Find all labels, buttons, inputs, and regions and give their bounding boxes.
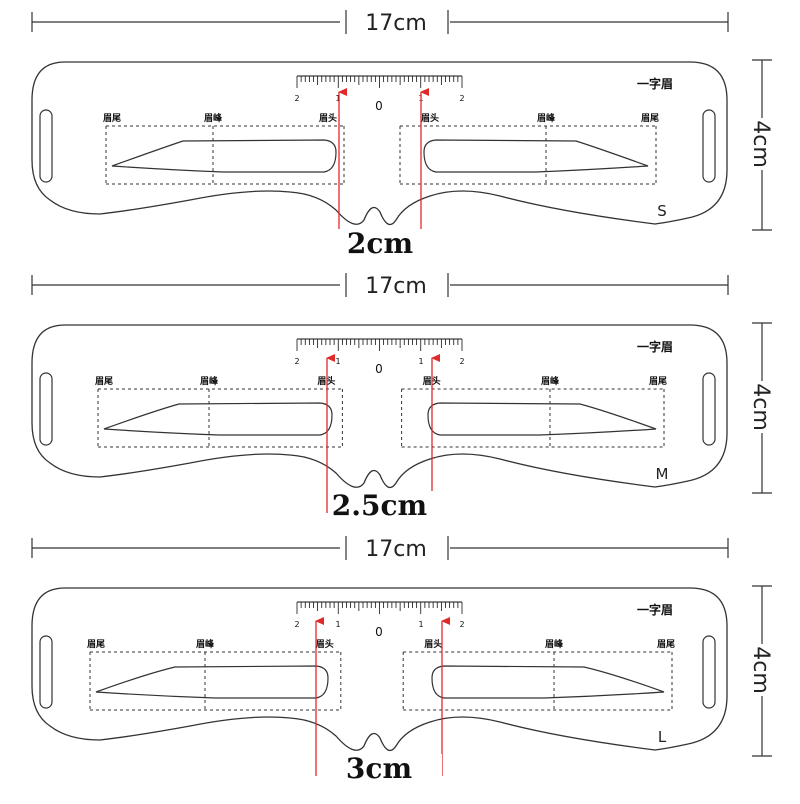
right-zone-tail-label: 眉尾 xyxy=(649,376,667,387)
left-zone-head-label: 眉头 xyxy=(316,638,334,650)
right-zone-head-label: 眉头 xyxy=(424,638,442,650)
ruler: 2 1 0 1 2 xyxy=(294,338,465,376)
size-letter: M xyxy=(656,465,669,483)
height-label-bg xyxy=(750,644,774,696)
right-zone-peak-label: 眉峰 xyxy=(545,638,564,650)
ruler-label-left-mid: 1 xyxy=(335,94,340,103)
left-zone-peak-label: 眉峰 xyxy=(200,375,219,387)
gap-label: 2cm xyxy=(347,227,413,260)
brand-label: 一字眉 xyxy=(637,76,673,91)
ruler-label-right: 2 xyxy=(459,357,464,366)
ruler-label-left: 2 xyxy=(294,620,299,629)
template-m: 17cm4cm21012一字眉眉尾眉峰眉头眉头眉峰眉尾M2.5cm xyxy=(31,273,774,522)
right-eyebrow-shape xyxy=(423,139,649,173)
height-label-bg xyxy=(750,118,774,170)
ruler-label-right-mid: 1 xyxy=(418,357,423,366)
left-eyebrow-shape xyxy=(95,665,329,699)
ruler-label-left: 2 xyxy=(294,94,299,103)
ruler-label-right-mid: 1 xyxy=(418,620,423,629)
right-zone-peak-label: 眉峰 xyxy=(537,112,556,124)
left-zone-peak-label: 眉峰 xyxy=(196,638,215,650)
brand-label: 一字眉 xyxy=(637,602,673,617)
right-zone-peak-label: 眉峰 xyxy=(541,375,560,387)
ruler-label-left: 2 xyxy=(294,357,299,366)
gap-label-bg xyxy=(332,491,442,521)
left-strap-slot xyxy=(39,372,53,446)
right-zone-tail-label: 眉尾 xyxy=(657,639,675,650)
ruler-label-right: 2 xyxy=(459,620,464,629)
size-letter: S xyxy=(657,202,667,220)
right-eyebrow-shape xyxy=(427,402,657,436)
right-zone-head-label: 眉头 xyxy=(421,112,439,124)
left-zone-tail-label: 眉尾 xyxy=(95,376,113,387)
right-strap-slot xyxy=(702,109,716,183)
gap-label: 2.5cm xyxy=(332,489,427,522)
gap-label-bg xyxy=(332,229,442,259)
stencil-outline xyxy=(31,587,728,752)
left-zone-tail-label: 眉尾 xyxy=(103,113,121,124)
stencil-outline xyxy=(31,61,728,226)
ruler-label-center: 0 xyxy=(375,99,383,113)
height-label: 4cm xyxy=(748,646,773,694)
ruler: 2 1 0 1 2 xyxy=(294,601,465,639)
ruler-label-right: 2 xyxy=(459,94,464,103)
right-eyebrow-shape xyxy=(431,665,665,699)
stencil-outline xyxy=(31,324,728,489)
right-strap-slot xyxy=(702,372,716,446)
left-zone-peak-label: 眉峰 xyxy=(204,112,223,124)
height-label-bg xyxy=(750,381,774,433)
ruler-label-left-mid: 1 xyxy=(335,357,340,366)
gap-label: 3cm xyxy=(346,752,412,785)
ruler-label-left-mid: 1 xyxy=(335,620,340,629)
height-label: 4cm xyxy=(748,120,773,168)
template-s: 17cm4cm21012一字眉眉尾眉峰眉头眉头眉峰眉尾S2cm xyxy=(31,10,774,260)
width-label: 17cm xyxy=(365,274,427,299)
ruler-label-center: 0 xyxy=(375,625,383,639)
left-strap-slot xyxy=(39,109,53,183)
height-label: 4cm xyxy=(748,383,773,431)
left-eyebrow-shape xyxy=(103,402,333,436)
ruler-label-center: 0 xyxy=(375,362,383,376)
brand-label: 一字眉 xyxy=(637,339,673,354)
width-label: 17cm xyxy=(365,11,427,36)
right-zone-tail-label: 眉尾 xyxy=(641,113,659,124)
width-label: 17cm xyxy=(365,537,427,562)
right-strap-slot xyxy=(702,635,716,709)
left-eyebrow-shape xyxy=(111,139,337,173)
gap-label-bg xyxy=(332,754,442,784)
left-zone-tail-label: 眉尾 xyxy=(87,639,105,650)
size-letter: L xyxy=(658,728,667,746)
left-strap-slot xyxy=(39,635,53,709)
left-zone-head-label: 眉头 xyxy=(319,112,337,124)
